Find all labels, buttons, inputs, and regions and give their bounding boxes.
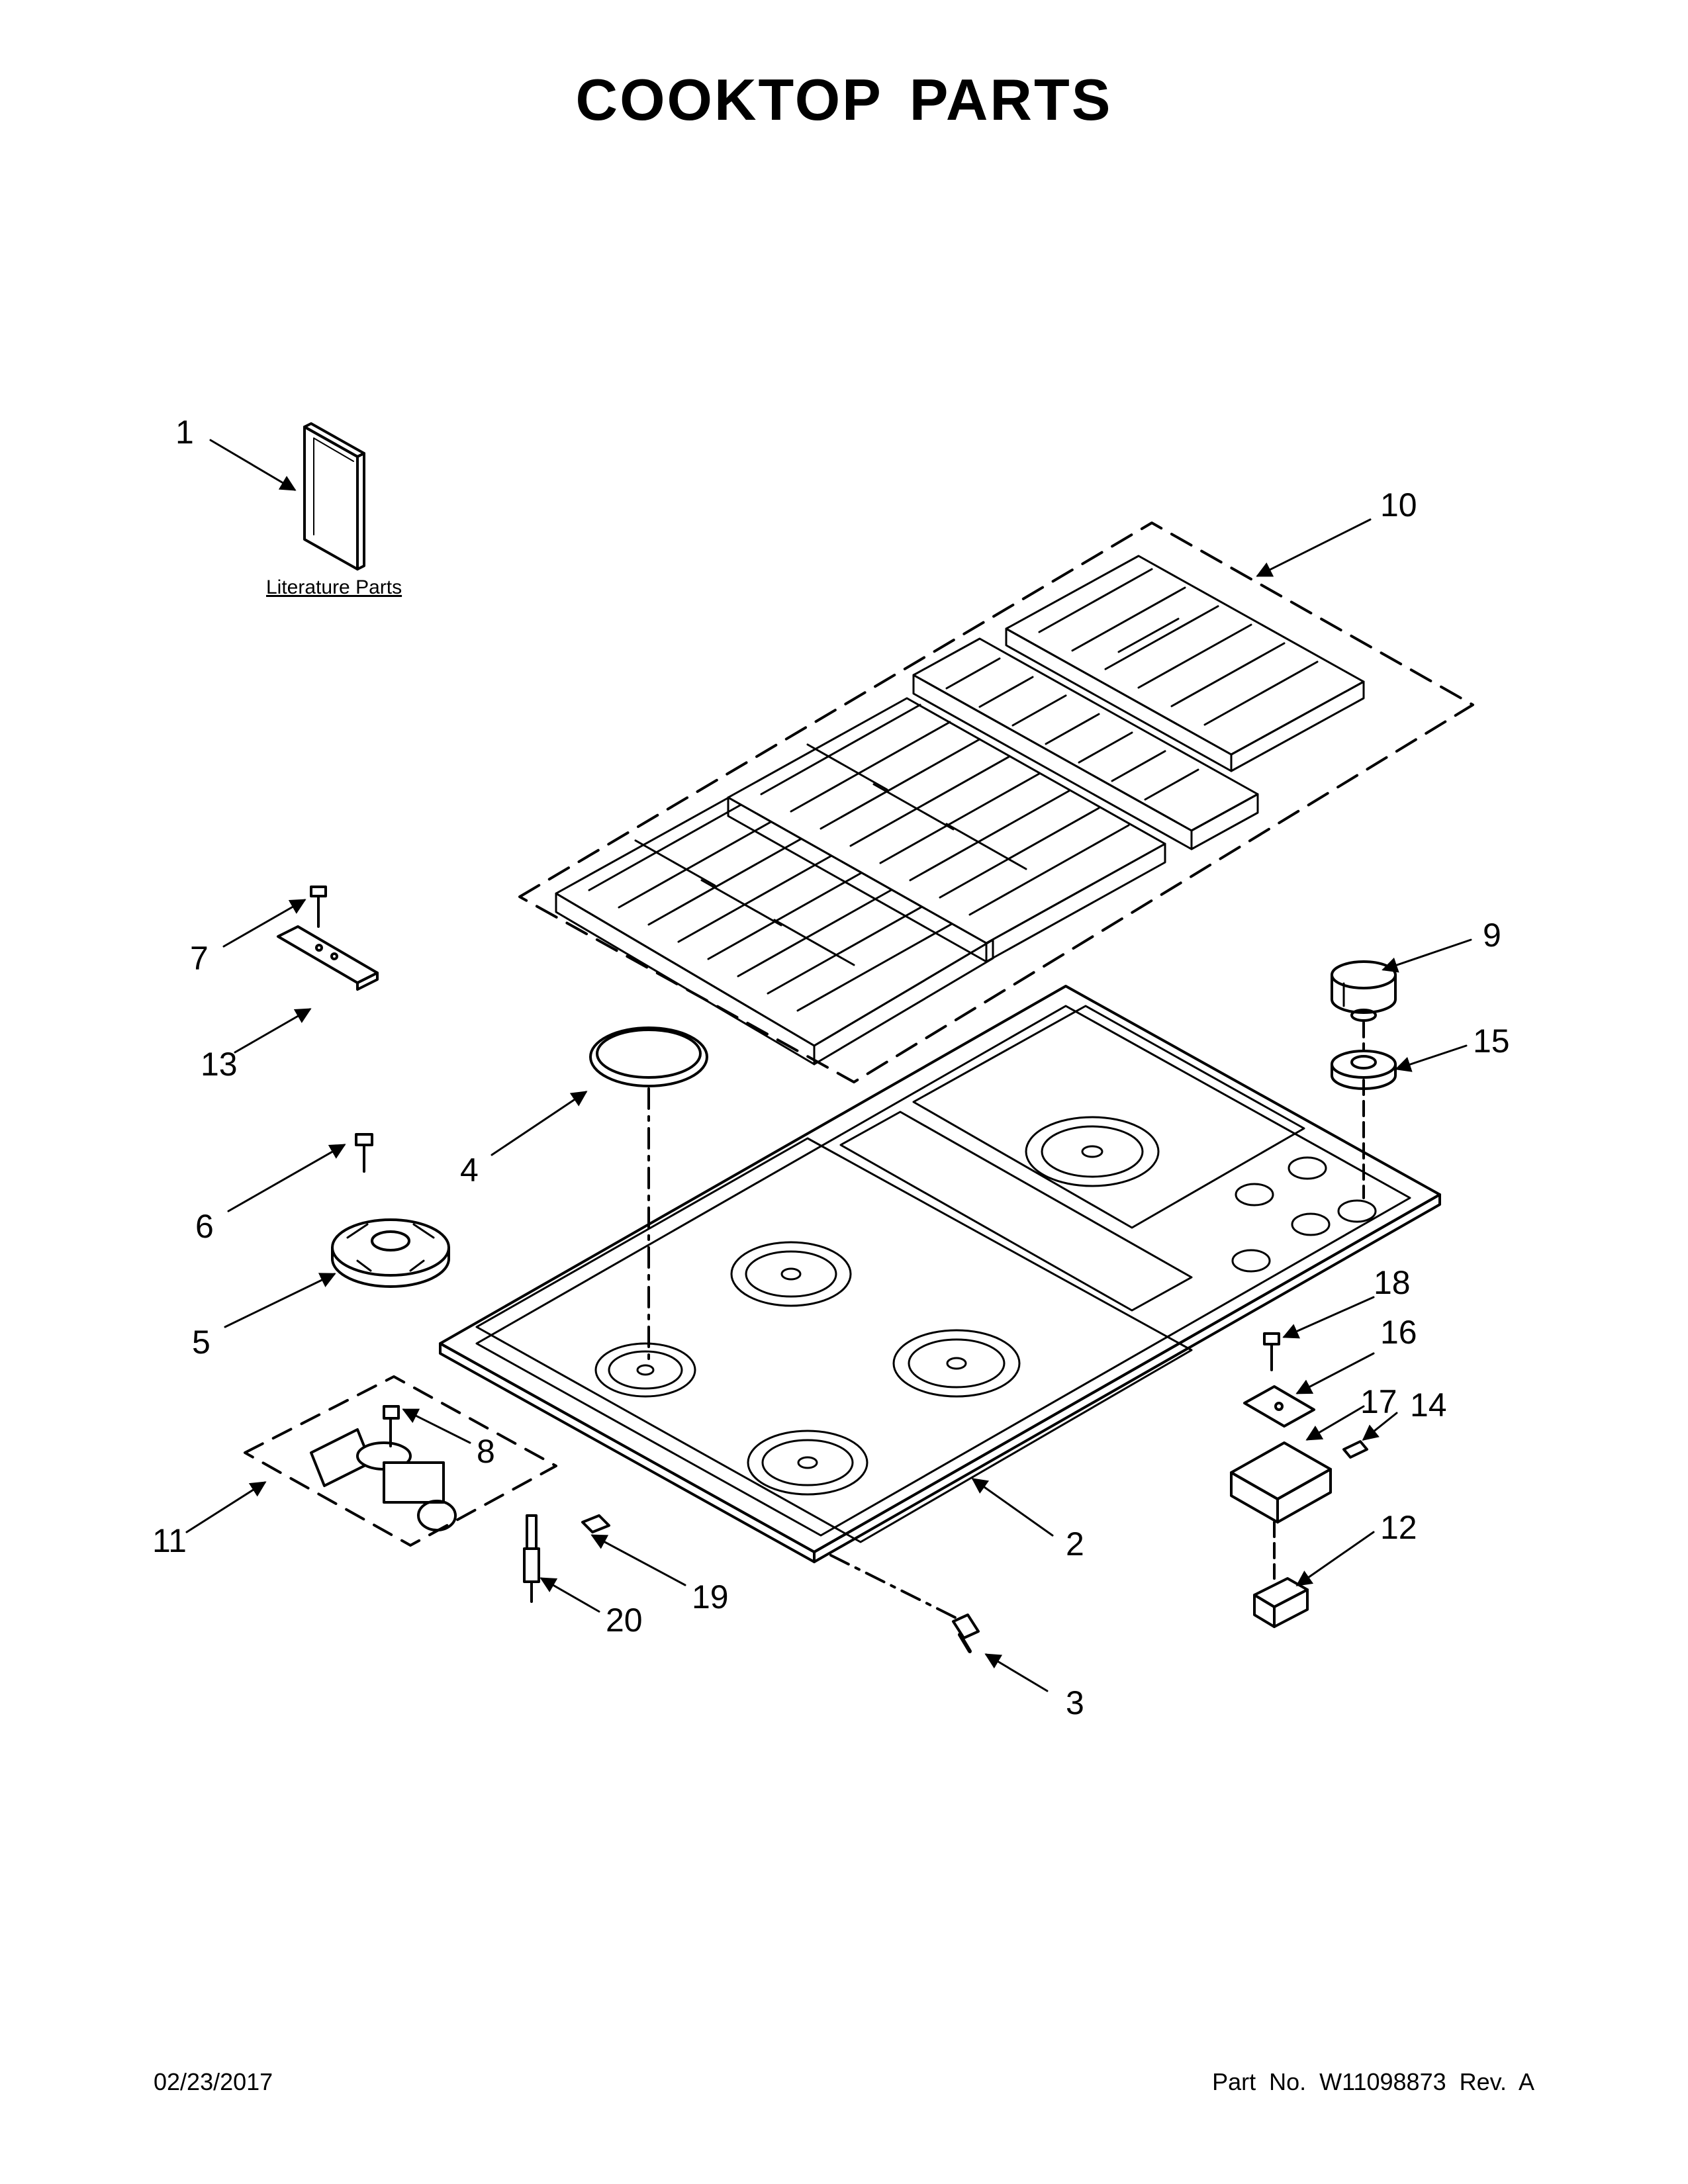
callout-15: 15 <box>1473 1023 1510 1060</box>
burner-cap-part <box>589 1026 708 1087</box>
control-knob-part <box>1331 960 1397 1022</box>
callout-7: 7 <box>190 940 209 977</box>
burner-base-part <box>331 1218 450 1288</box>
leader-lines <box>185 439 1472 1692</box>
callout-8: 8 <box>477 1433 495 1470</box>
callout-13: 13 <box>201 1046 238 1083</box>
valve-assembly-outline <box>244 1375 557 1547</box>
callout-2: 2 <box>1066 1525 1084 1563</box>
mounting-bracket-part <box>277 925 379 991</box>
callout-3: 3 <box>1066 1684 1084 1721</box>
callout-19: 19 <box>692 1578 729 1615</box>
bracket-screw-small-part <box>1342 1440 1368 1459</box>
date-footer: 02/23/2017 <box>154 2068 273 2095</box>
callout-11: 11 <box>152 1522 187 1559</box>
callout-6: 6 <box>195 1208 214 1245</box>
page-title: COOKTOP PARTS <box>575 67 1113 132</box>
callout-20: 20 <box>606 1602 643 1639</box>
bracket-screw-part <box>310 886 327 928</box>
callout-17: 17 <box>1360 1383 1397 1420</box>
part-number-footer: Part No. W11098873 Rev. A <box>1212 2068 1534 2095</box>
switch-screw-part <box>1263 1332 1280 1371</box>
switch-bracket-part <box>1230 1441 1332 1524</box>
callout-18: 18 <box>1374 1264 1411 1301</box>
switch-plate-part <box>1243 1385 1315 1428</box>
screw-axis-line <box>829 1554 958 1619</box>
callout-10: 10 <box>1380 486 1417 523</box>
spark-electrode-part <box>523 1514 540 1603</box>
grate-set-part <box>518 522 1474 1083</box>
callout-5: 5 <box>192 1324 211 1361</box>
gas-valve-part <box>310 1405 457 1531</box>
burner-screw-part <box>355 1133 373 1173</box>
callout-14: 14 <box>1410 1387 1447 1424</box>
literature-parts-label: Literature Parts <box>266 576 402 598</box>
callout-1: 1 <box>175 414 194 451</box>
callout-4: 4 <box>460 1152 479 1189</box>
cooktop-screw-part <box>952 1614 980 1653</box>
literature-booklet-part <box>303 422 365 570</box>
ignition-switch-part <box>1253 1577 1309 1628</box>
callout-16: 16 <box>1380 1314 1417 1351</box>
electrode-clip-part <box>581 1514 610 1533</box>
cooktop-main-top-part <box>439 985 1441 1563</box>
callout-labels: 1 2 3 4 5 6 7 8 9 10 11 12 13 14 15 16 1… <box>152 414 1510 1721</box>
callout-9: 9 <box>1483 917 1501 954</box>
callout-12: 12 <box>1380 1509 1417 1546</box>
